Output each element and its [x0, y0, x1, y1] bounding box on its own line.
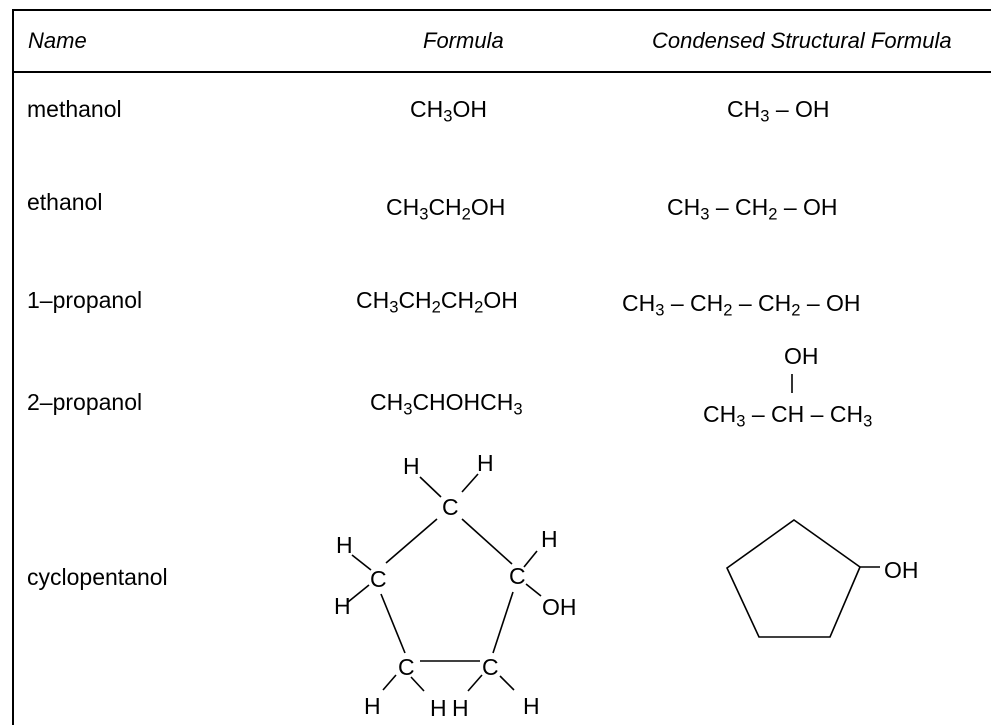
bond-bottom-left-carbon-h-inner	[410, 676, 425, 692]
bond-bottom-right-carbon-h-inner	[467, 674, 483, 692]
carbon-atom-bottom-left: C	[398, 654, 415, 680]
row-methanol-condensed: CH3 – OH	[727, 96, 830, 126]
carbon-atom-bottom-right: C	[482, 654, 499, 680]
bond-left-carbon-h-lower	[347, 584, 370, 603]
row-methanol-formula: CH3OH	[410, 96, 487, 126]
row-methanol-name: methanol	[27, 96, 122, 122]
ring-bond-left-bottom	[380, 593, 406, 654]
row-2-propanol-name: 2–propanol	[27, 389, 143, 415]
row-1-propanol-name: 1–propanol	[27, 287, 143, 313]
hydrogen-atom-right: H	[541, 526, 558, 552]
bond-bottom-left-carbon-h	[382, 674, 397, 691]
hydrogen-atom-bottom-1: H	[364, 693, 381, 719]
header-formula: Formula	[423, 28, 504, 53]
table-top-border	[12, 9, 991, 11]
carbon-atom-right: C	[509, 563, 526, 589]
row-2-propanol-formula: CH3CHOHCH3	[370, 389, 523, 419]
row-2-propanol-branch-oh: OH	[784, 343, 819, 369]
hydrogen-atom-bottom-3: H	[452, 695, 469, 721]
hydrogen-atom-top-left: H	[403, 453, 420, 479]
row-ethanol-name: ethanol	[27, 189, 103, 215]
carbon-atom-left: C	[370, 566, 387, 592]
row-1-propanol-formula: CH3CH2CH2OH	[356, 287, 518, 317]
hydrogen-atom-left-lower: H	[334, 593, 351, 619]
ring-bond-right-bottom	[492, 591, 514, 654]
hydrogen-atom-top-right: H	[477, 450, 494, 476]
ring-bond-top-right	[461, 518, 513, 565]
hydrogen-atom-bottom-2: H	[430, 695, 447, 721]
hydrogen-atom-bottom-4: H	[523, 693, 540, 719]
row-ethanol-condensed: CH3 – CH2 – OH	[667, 194, 838, 224]
cyclopentane-ring	[725, 519, 861, 638]
bond-top-carbon-h-right	[461, 473, 479, 493]
bond-left-carbon-h-upper	[351, 554, 372, 571]
header-name: Name	[28, 28, 87, 53]
table-header-border	[12, 71, 991, 73]
row-1-propanol-condensed: CH3 – CH2 – CH2 – OH	[622, 290, 861, 320]
hydroxyl-group: OH	[542, 594, 577, 620]
carbon-atom-top: C	[442, 494, 459, 520]
row-ethanol-formula: CH3CH2OH	[386, 194, 506, 224]
cyclopentanol-skeletal-formula: OH	[725, 519, 919, 638]
cyclopentanol-structural-formula: C C C C C H H H H H H H H H OH	[334, 450, 577, 721]
ring-bond-top-left	[385, 518, 438, 564]
hydrogen-atom-left-upper: H	[336, 532, 353, 558]
skeletal-hydroxyl: OH	[884, 557, 919, 583]
bond-right-carbon-oh	[525, 583, 542, 597]
bond-top-carbon-h-left	[419, 476, 442, 498]
bond-right-carbon-h	[523, 550, 538, 568]
row-cyclopentanol-name: cyclopentanol	[27, 564, 168, 590]
table-left-border	[12, 9, 14, 725]
bond-bottom-right-carbon-h	[499, 675, 515, 691]
row-2-propanol-condensed: CH3 – CH – CH3	[703, 401, 873, 431]
header-condensed: Condensed Structural Formula	[652, 28, 952, 53]
